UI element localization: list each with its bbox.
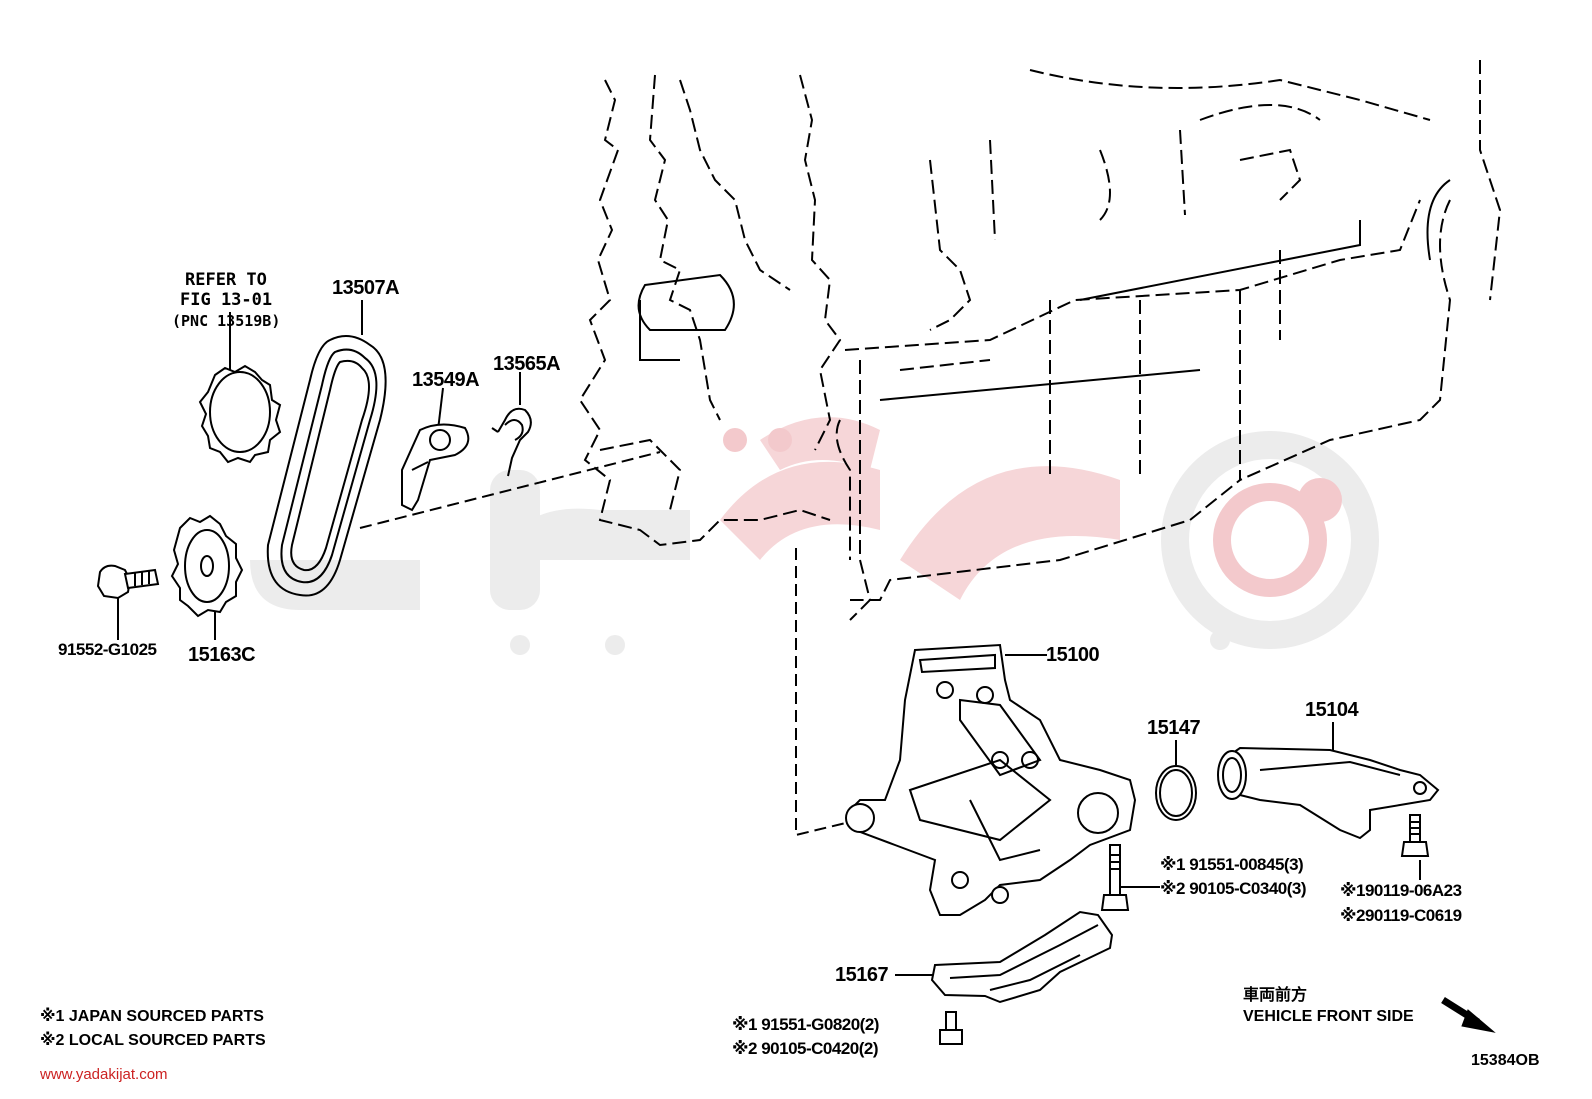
- fastener-note-c1: ※1 91551-G0820(2): [732, 1015, 879, 1034]
- bolt-91552-G1025: [96, 564, 160, 600]
- direction-jp: 車両前方: [1243, 985, 1308, 1004]
- refer-note-line3: (PNC 13519B): [172, 312, 281, 330]
- chain-tensioner-13549A: [401, 423, 470, 512]
- part-label-91552-G1025[interactable]: 91552-G1025: [58, 640, 157, 659]
- oil-strainer-15104: [1217, 746, 1440, 840]
- part-label-15167[interactable]: 15167: [835, 964, 889, 986]
- part-label-15147[interactable]: 15147: [1147, 717, 1201, 739]
- fastener-note-a2: ※2 90105-C0340(3): [1160, 879, 1307, 898]
- bolt-baffle: [939, 1011, 963, 1045]
- fastener-note-c2: ※2 90105-C0420(2): [732, 1039, 879, 1058]
- tensioner-spring-13565A: [491, 407, 532, 477]
- vehicle-front-arrow-icon: [1441, 997, 1496, 1033]
- watermark-logo: [250, 417, 1379, 655]
- watermark-url[interactable]: www.yadakijat.com: [40, 1066, 168, 1083]
- bolt-pump-center: [1100, 844, 1130, 911]
- o-ring-15147: [1155, 765, 1197, 821]
- oil-pump-drive-sprocket-15163C: [170, 514, 244, 618]
- figure-code: 15384OB: [1471, 1052, 1540, 1069]
- part-label-15100[interactable]: 15100: [1046, 644, 1100, 666]
- part-label-13507A[interactable]: 13507A: [332, 277, 400, 299]
- engine-block-detail: [637, 179, 1451, 401]
- part-label-13549A[interactable]: 13549A: [412, 369, 480, 391]
- part-label-15163C[interactable]: 15163C: [188, 644, 256, 666]
- fastener-note-b1: ※190119-06A23: [1340, 881, 1462, 900]
- baffle-plate-15167: [930, 910, 1114, 1004]
- leader-lines: [117, 300, 1421, 1040]
- engine-block-outline: [578, 60, 1502, 621]
- part-label-15104[interactable]: 15104: [1305, 699, 1359, 721]
- oil-pump-assembly-15100: [845, 643, 1137, 916]
- part-label-13565A[interactable]: 13565A: [493, 353, 561, 375]
- refer-note-line1: REFER TO: [185, 270, 267, 290]
- legend-japan: ※1 JAPAN SOURCED PARTS: [40, 1008, 264, 1025]
- direction-en: VEHICLE FRONT SIDE: [1243, 1008, 1414, 1025]
- timing-chain-13507A: [266, 335, 387, 597]
- fastener-note-b2: ※290119-C0619: [1340, 906, 1462, 925]
- fastener-note-a1: ※1 91551-00845(3): [1160, 855, 1304, 874]
- refer-note-line2: FIG 13-01: [180, 290, 273, 310]
- legend-local: ※2 LOCAL SOURCED PARTS: [40, 1032, 266, 1049]
- bolt-strainer-right: [1400, 814, 1430, 857]
- crank-sprocket-reference: [198, 364, 282, 464]
